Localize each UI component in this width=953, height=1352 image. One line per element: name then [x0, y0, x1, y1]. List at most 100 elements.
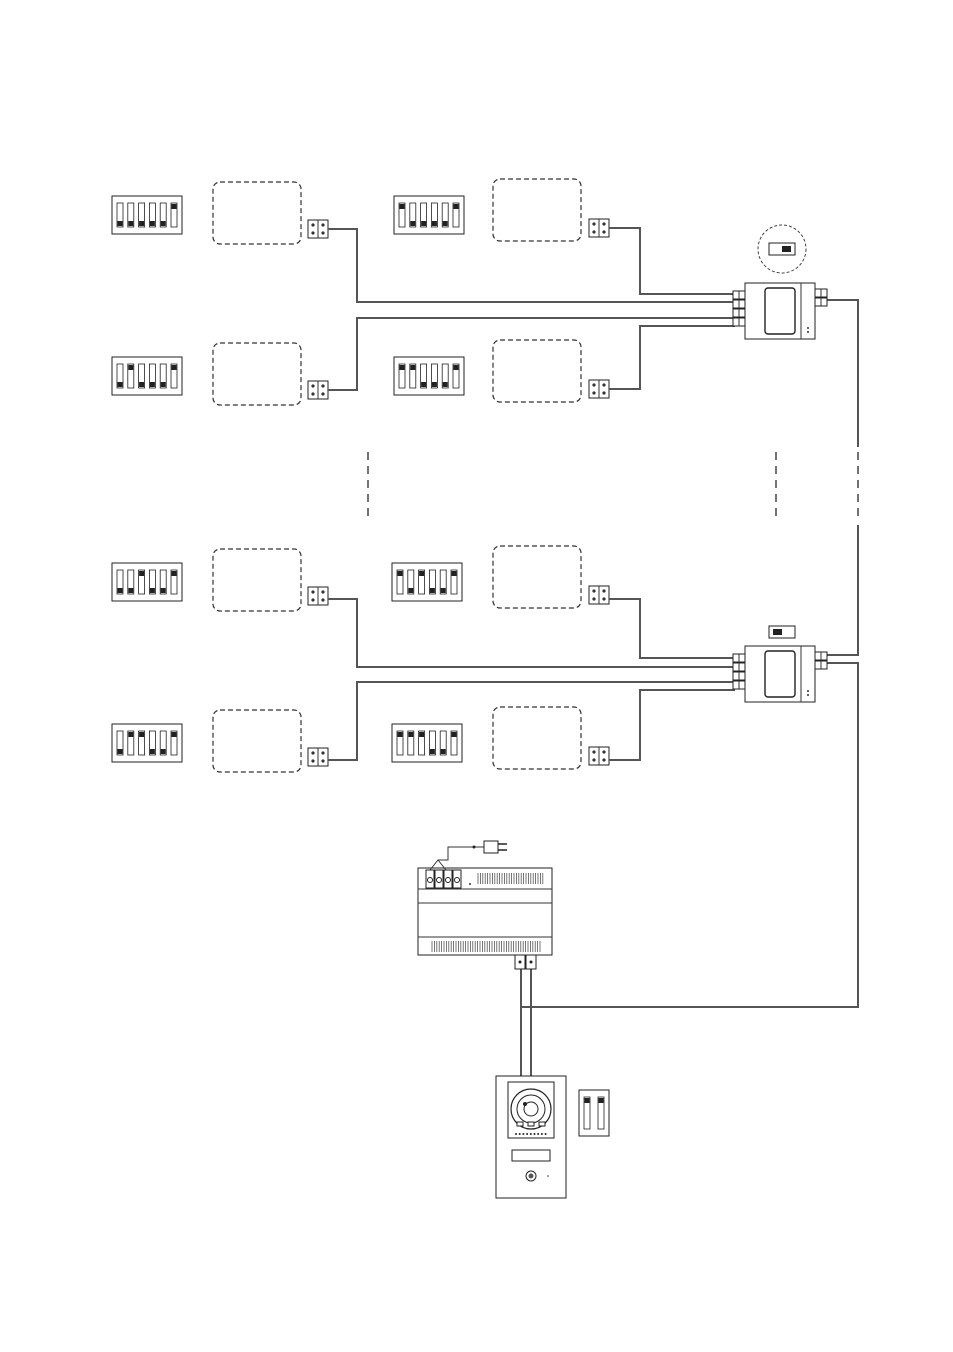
dip-switch-icon	[392, 563, 462, 601]
dip-switch-knob	[432, 382, 437, 387]
plug-dot	[473, 846, 476, 849]
call-button-icon	[526, 1171, 536, 1181]
dip-switch-knob	[128, 221, 133, 226]
terminal-screw	[602, 750, 605, 753]
dip-switch-icon	[394, 196, 464, 234]
dip-switch-icon	[112, 563, 182, 601]
dip-switch-housing	[579, 1090, 609, 1136]
terminal-screw	[311, 384, 314, 387]
dip-switch-knob	[421, 382, 426, 387]
dip-switch-icon	[112, 724, 182, 762]
connector-terminal-icon	[308, 587, 328, 605]
dip-switch-knob	[452, 571, 457, 576]
dip-switch-knob	[454, 365, 459, 370]
dip-switch-knob	[172, 732, 177, 737]
terminal-screw	[321, 223, 324, 226]
dip-switch-knob	[161, 221, 166, 226]
monitor-placeholder-group	[213, 179, 609, 772]
terminal-screw	[592, 383, 595, 386]
terminal-screw	[592, 597, 595, 600]
dip-switch-knob	[443, 382, 448, 387]
dip-switch-knob	[443, 221, 448, 226]
connector-terminal-icon	[308, 381, 328, 399]
indoor-monitor-placeholder	[213, 710, 301, 772]
dip-switch-knob	[161, 382, 166, 387]
dip-switch-knob	[128, 732, 133, 737]
dip-switch-knob	[150, 221, 155, 226]
dip-switch-knob	[400, 204, 405, 209]
bus-wire	[609, 690, 735, 760]
speaker-hole	[522, 1133, 524, 1135]
terminal-screw	[311, 759, 314, 762]
terminal-screw	[321, 392, 324, 395]
bus-wire	[609, 228, 735, 294]
dip-switch-icon	[394, 357, 464, 395]
ir-led	[539, 1122, 545, 1126]
mains-cable	[430, 847, 484, 870]
terminal-screw	[592, 750, 595, 753]
name-label-slot	[512, 1150, 550, 1161]
indoor-monitor-placeholder	[213, 343, 301, 405]
dip-switch-knob	[118, 382, 123, 387]
terminal-screw	[592, 758, 595, 761]
dip-switch-knob	[172, 204, 177, 209]
terminal-screw	[311, 223, 314, 226]
terminal-screw	[602, 230, 605, 233]
power-supply-unit	[418, 841, 552, 969]
dip-switch-knob	[421, 221, 426, 226]
mic-hole	[547, 1175, 549, 1177]
call-button-center	[529, 1174, 534, 1179]
dip-switch-knob	[161, 749, 166, 754]
distributor-unit	[733, 626, 827, 702]
terminal-screw	[311, 751, 314, 754]
terminal-screw	[321, 598, 324, 601]
connector-terminal-icon	[589, 586, 609, 604]
speaker-hole	[537, 1133, 539, 1135]
dip-switch-icon	[579, 1090, 609, 1136]
terminal-screw	[602, 383, 605, 386]
indoor-monitor-placeholder	[493, 546, 581, 608]
dip-switch-knob	[430, 749, 435, 754]
psu-indicator	[469, 883, 471, 885]
connector-terminal-icon	[308, 220, 328, 238]
speaker-hole	[526, 1133, 528, 1135]
dip-switch-knob	[398, 571, 403, 576]
terminal-screw	[602, 758, 605, 761]
switch-knob	[782, 246, 791, 252]
connector-terminal-icon	[589, 219, 609, 237]
speaker-hole	[530, 1133, 532, 1135]
terminal-screw	[311, 590, 314, 593]
connector-terminal-icon	[589, 380, 609, 398]
dip-switch-knob	[599, 1098, 604, 1103]
terminal-screw	[592, 222, 595, 225]
speaker-hole	[545, 1133, 547, 1135]
dip-switch-knob	[128, 588, 133, 593]
dip-switch-knob	[419, 732, 424, 737]
dip-switch-knob	[398, 732, 403, 737]
bus-wire	[328, 599, 735, 667]
door-station	[496, 1076, 609, 1198]
dip-switch-knob	[408, 588, 413, 593]
speaker-hole	[515, 1133, 517, 1135]
led-dot	[807, 690, 809, 692]
led-dot	[807, 331, 809, 333]
terminal-screw	[592, 589, 595, 592]
dip-switch-knob	[419, 571, 424, 576]
terminal-screw	[437, 878, 442, 883]
dip-switch-knob	[139, 221, 144, 226]
dip-switch-knob	[441, 749, 446, 754]
connector-terminal-icon	[589, 747, 609, 765]
terminal-screw	[321, 590, 324, 593]
switch-knob	[773, 629, 782, 635]
terminal-screw	[530, 961, 533, 964]
dip-switch-knob	[454, 204, 459, 209]
indoor-monitor-placeholder	[493, 179, 581, 241]
dip-switch-knob	[118, 588, 123, 593]
led-dot	[807, 327, 809, 329]
dip-switch-knob	[161, 588, 166, 593]
dip-switch-knob	[432, 221, 437, 226]
indoor-monitor-placeholder	[213, 549, 301, 611]
connector-terminal-icon	[308, 748, 328, 766]
terminal-screw	[455, 878, 460, 883]
dip-switch-knob	[441, 588, 446, 593]
